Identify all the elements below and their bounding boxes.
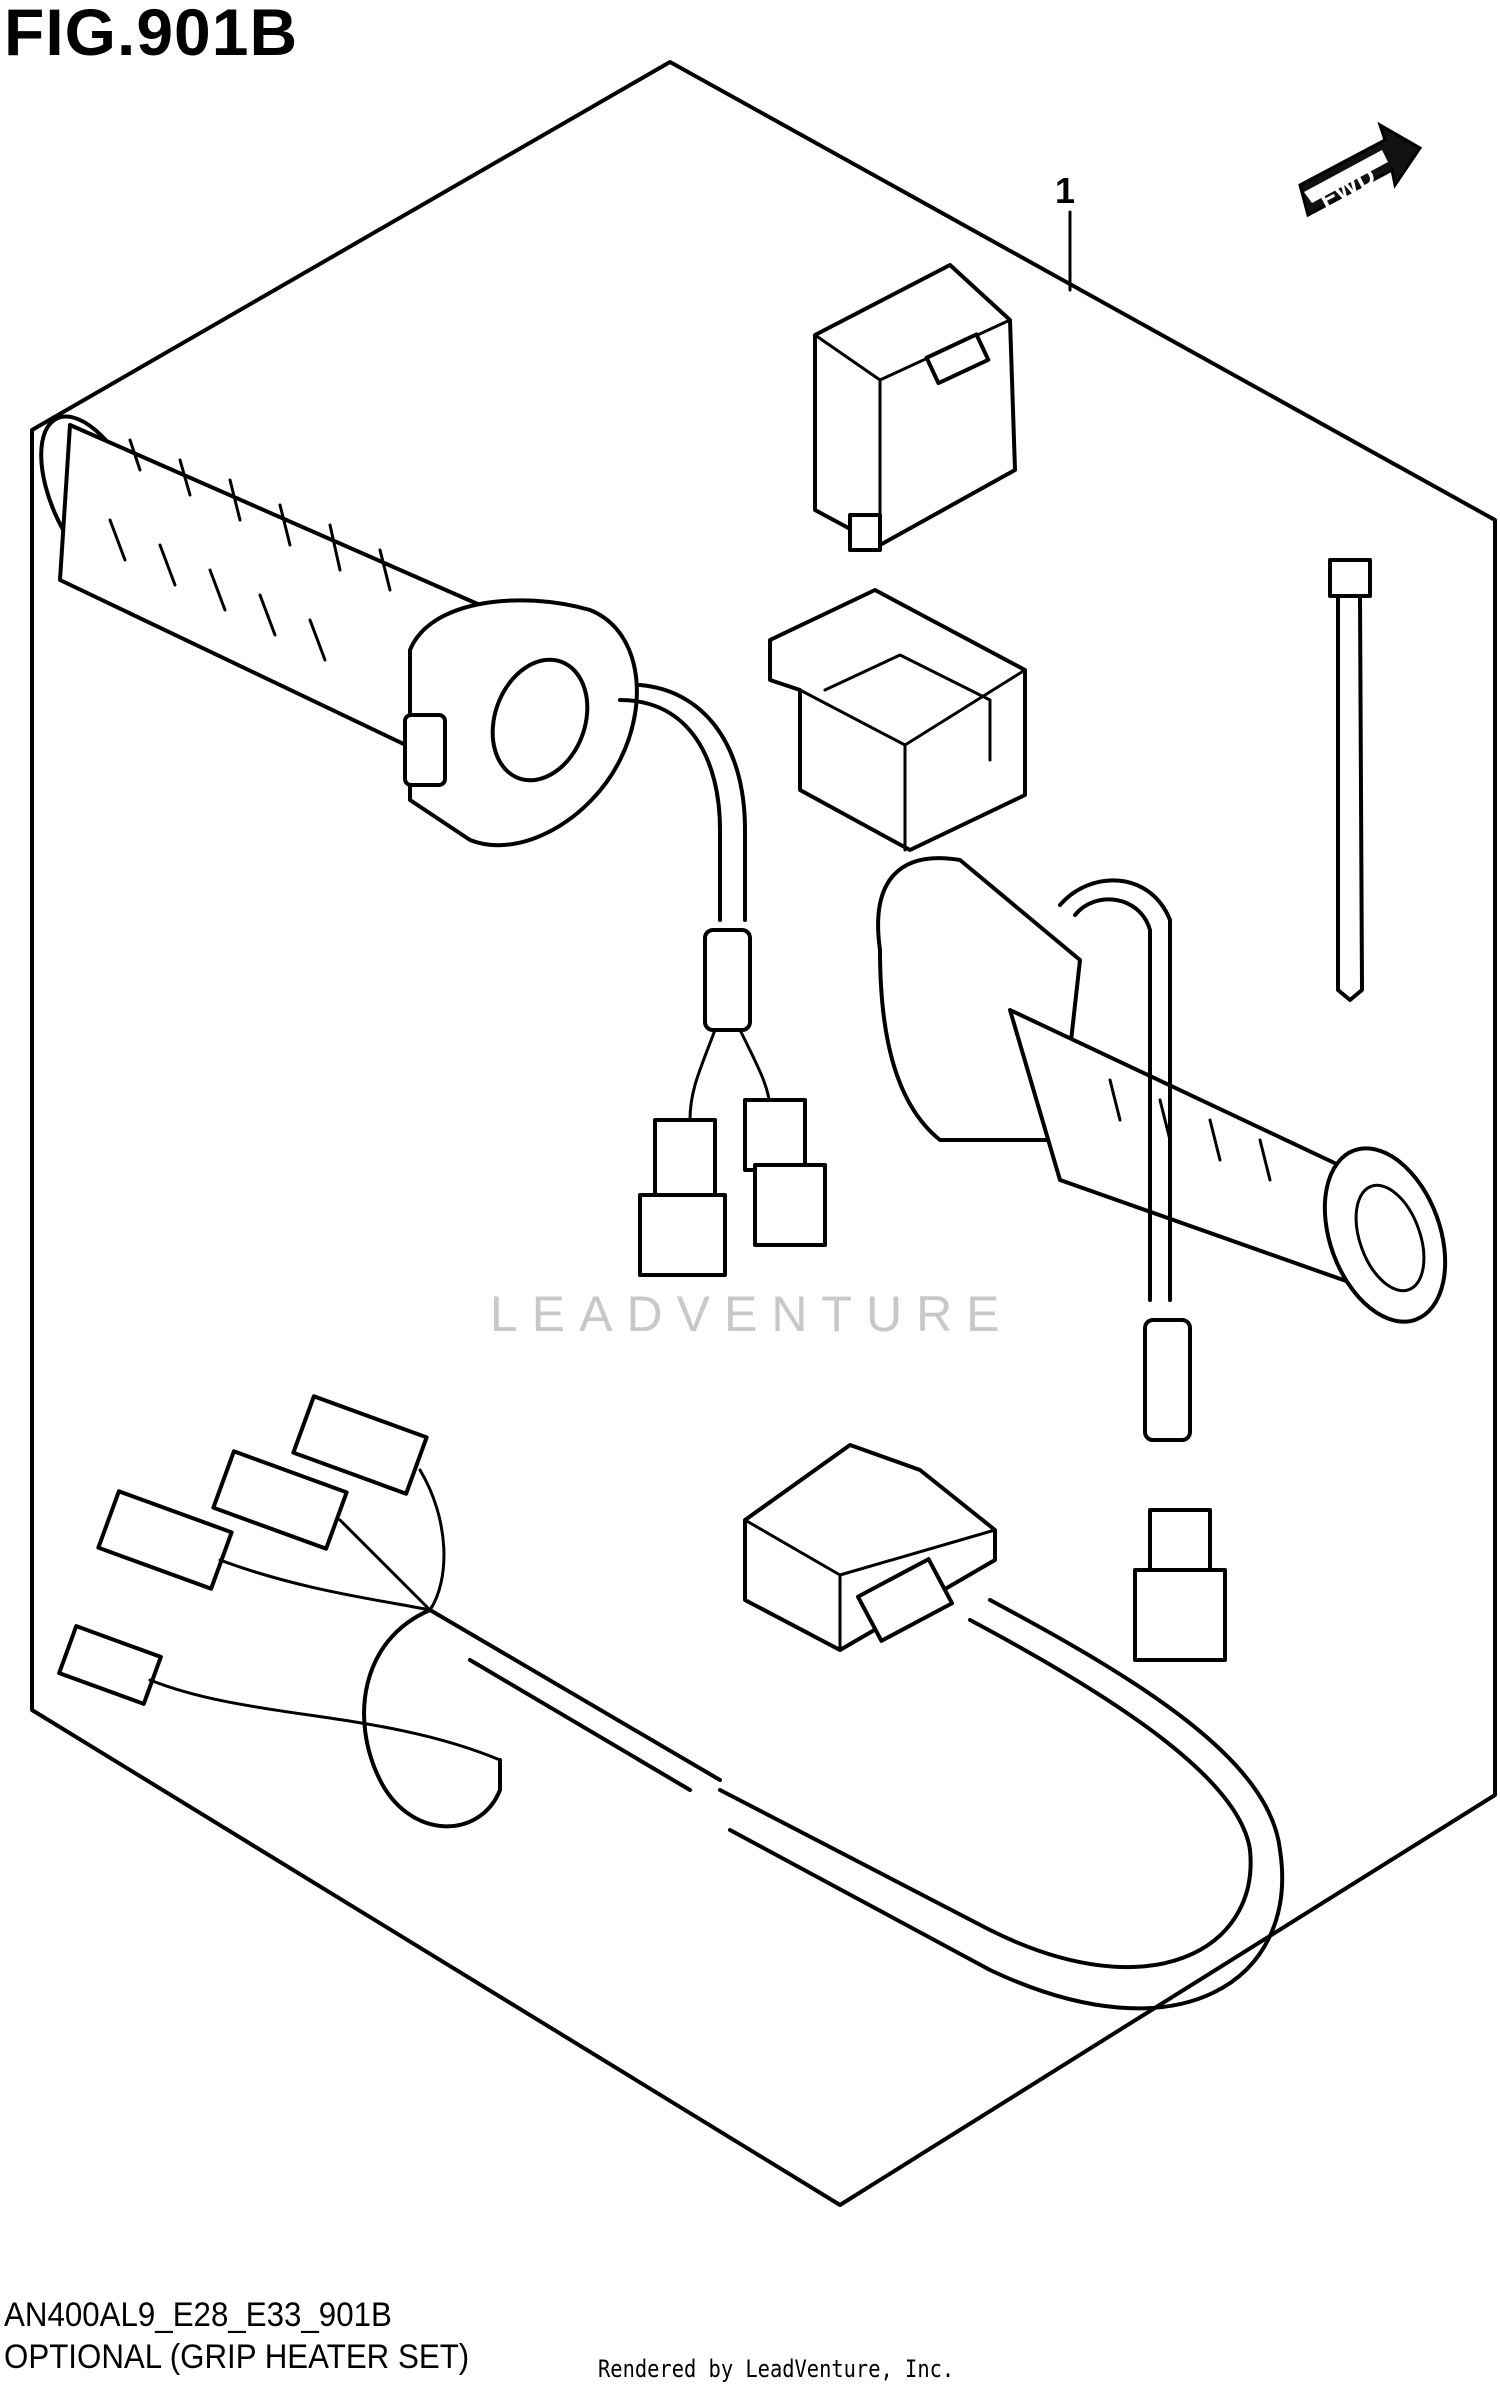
harness-connectors bbox=[57, 1394, 502, 1762]
right-grip bbox=[876, 856, 1448, 1324]
cable-tie bbox=[1328, 558, 1372, 1002]
parts-frame bbox=[30, 60, 1497, 2207]
render-credit: Rendered by LeadVenture, Inc. bbox=[598, 2355, 955, 2383]
main-harness bbox=[428, 1608, 722, 1792]
switch-cover bbox=[768, 588, 1027, 852]
left-grip-connector bbox=[638, 928, 827, 1277]
main-harness-loop bbox=[718, 1598, 1285, 2011]
fwd-arrow-icon bbox=[1298, 121, 1423, 218]
watermark: LEADVENTURE bbox=[490, 1286, 1014, 1342]
right-grip-connector bbox=[1133, 1318, 1227, 1662]
switch-unit bbox=[813, 263, 1017, 552]
figure-title: FIG.901B bbox=[4, 0, 299, 69]
figure-caption: OPTIONAL (GRIP HEATER SET) bbox=[4, 2338, 470, 2376]
harness-control-box bbox=[743, 1443, 997, 1652]
left-grip bbox=[39, 414, 639, 848]
model-code: AN400AL9_E28_E33_901B bbox=[4, 2296, 392, 2334]
part-callout-1[interactable]: 1 bbox=[1055, 170, 1076, 211]
main-harness-outer bbox=[362, 1608, 502, 1829]
left-grip-cable bbox=[618, 683, 747, 922]
